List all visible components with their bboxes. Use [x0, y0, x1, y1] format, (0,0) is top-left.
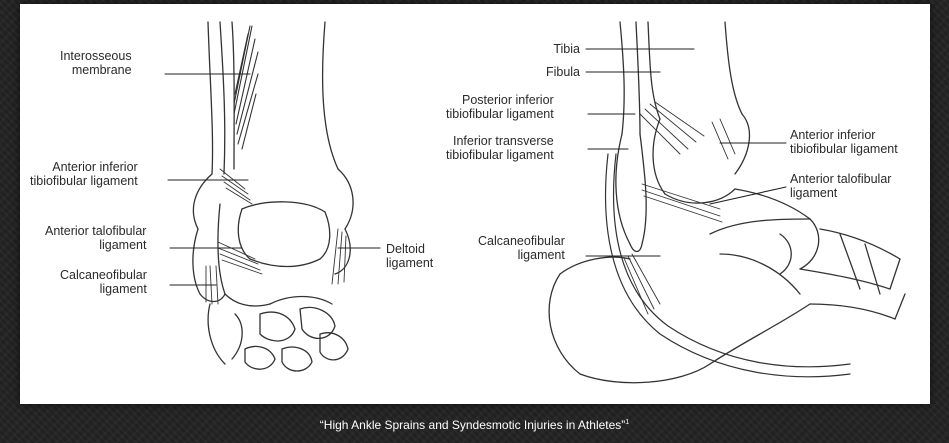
- leader-lines: [165, 49, 786, 285]
- figure-caption: “High Ankle Sprains and Syndesmotic Inju…: [0, 418, 949, 432]
- caption-text: “High Ankle Sprains and Syndesmotic Inju…: [320, 418, 626, 432]
- label-anterior-inferior-tibiofibular-right: Anterior inferior tibiofibular ligament: [790, 128, 898, 156]
- label-anterior-inferior-tibiofibular-left: Anterior inferior tibiofibular ligament: [30, 160, 138, 188]
- label-anterior-talofibular-left: Anterior talofibular ligament: [45, 224, 146, 252]
- label-tibia: Tibia: [540, 42, 580, 56]
- label-fibula: Fibula: [530, 65, 580, 79]
- label-anterior-talofibular-right: Anterior talofibular ligament: [790, 172, 891, 200]
- label-interosseous-membrane: Interosseous membrane: [60, 49, 132, 77]
- label-deltoid: Deltoid ligament: [386, 242, 433, 270]
- lateral-foot-view: [549, 22, 905, 383]
- label-calcaneofibular-left: Calcaneofibular ligament: [60, 268, 147, 296]
- label-inferior-transverse-tibiofibular: Inferior transverse tibiofibular ligamen…: [446, 134, 554, 162]
- caption-superscript: 1: [625, 419, 629, 426]
- label-posterior-inferior-tibiofibular: Posterior inferior tibiofibular ligament: [446, 93, 554, 121]
- label-calcaneofibular-right: Calcaneofibular ligament: [478, 234, 565, 262]
- ankle-illustration: [20, 4, 930, 404]
